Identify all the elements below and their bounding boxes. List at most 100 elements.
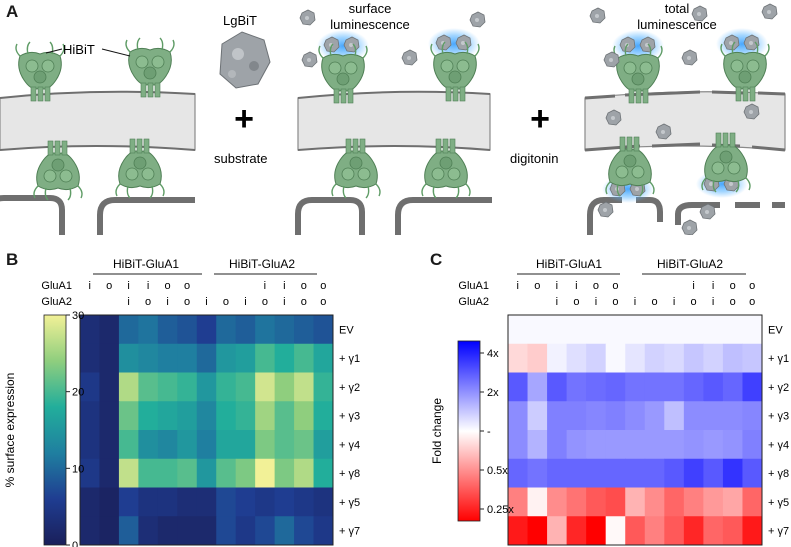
heatmap-cell <box>664 487 685 517</box>
heatmap-cell <box>605 372 626 402</box>
column-code-label: o <box>730 280 736 292</box>
column-code-label: o <box>301 296 307 308</box>
column-code-label: i <box>712 296 714 308</box>
heatmap-cell <box>586 487 607 517</box>
heatmap-cell <box>255 516 276 546</box>
heatmap-cell <box>527 401 548 431</box>
heatmap-cell <box>294 343 315 373</box>
heatmap-cell <box>547 430 568 460</box>
group-label-hibit-glua2: HiBiT-GluA2 <box>657 257 723 271</box>
heatmap-cell <box>235 458 256 488</box>
heatmap-cell <box>177 372 198 402</box>
heatmap-cell <box>80 458 100 488</box>
substrate-label: substrate <box>214 151 267 166</box>
heatmap-cell <box>255 401 276 431</box>
heatmap-cell <box>742 430 763 460</box>
heatmap-cell <box>157 315 178 345</box>
row-label: EV <box>768 324 783 336</box>
heatmap-cell <box>644 458 665 488</box>
colorbar-tick-label: 0 <box>72 540 78 547</box>
digitonin-label: digitonin <box>510 151 558 166</box>
heatmap-cell <box>703 401 724 431</box>
heatmap-cell <box>80 343 100 373</box>
heatmap-cell <box>118 343 139 373</box>
heatmap-cell <box>294 430 315 460</box>
plus-sign-1: + <box>234 100 254 138</box>
heatmap-cell <box>216 487 237 517</box>
heatmap-cell <box>235 401 256 431</box>
heatmap-cell <box>157 458 178 488</box>
heatmap-cell <box>722 430 743 460</box>
heatmap-cell <box>80 401 100 431</box>
row-header-glua2: GluA2 <box>458 296 489 308</box>
heatmap-cell <box>216 516 237 546</box>
hibit-arrow-left <box>45 48 63 54</box>
column-code-label: o <box>301 280 307 292</box>
total-luminescence-label-1: total <box>665 1 690 16</box>
column-code-label: o <box>730 296 736 308</box>
heatmap-cell <box>508 372 529 402</box>
heatmap-cell <box>742 372 763 402</box>
heatmap-cell <box>216 343 237 373</box>
column-code-label: o <box>223 296 229 308</box>
heatmap-cell <box>80 516 100 546</box>
heatmap-cell <box>547 516 568 546</box>
column-code-label: o <box>320 280 326 292</box>
heatmap-cell <box>664 372 685 402</box>
row-label: + γ7 <box>768 526 789 538</box>
column-code-label: o <box>184 296 190 308</box>
heatmap-cell <box>586 458 607 488</box>
row-label: + γ4 <box>339 439 360 451</box>
heatmap-cell <box>80 372 100 402</box>
heatmap-cell <box>566 343 587 373</box>
row-label: + γ8 <box>339 468 360 480</box>
heatmap-cell <box>566 372 587 402</box>
column-code-label: o <box>749 296 755 308</box>
heatmap-cell <box>703 516 724 546</box>
column-code-label: i <box>556 296 558 308</box>
heatmap-cell <box>644 430 665 460</box>
heatmap-cell <box>742 458 763 488</box>
heatmap-cell <box>313 487 334 517</box>
heatmap-cell <box>99 343 120 373</box>
heatmap-cell <box>138 343 159 373</box>
column-code-label: o <box>145 296 151 308</box>
heatmap-cell <box>625 487 646 517</box>
panel-a-letter: A <box>6 2 19 21</box>
heatmap-cell <box>138 516 159 546</box>
heatmap-cell <box>138 315 159 345</box>
heatmap-cell <box>177 315 198 345</box>
heatmap-cell <box>527 516 548 546</box>
heatmap-cell <box>177 401 198 431</box>
heatmap-cell <box>527 430 548 460</box>
heatmap-cell <box>157 372 178 402</box>
row-header-glua2: GluA2 <box>41 296 72 308</box>
heatmap-cell <box>255 430 276 460</box>
heatmap-cell <box>313 343 334 373</box>
heatmap-cell <box>605 458 626 488</box>
heatmap-cell <box>742 315 763 345</box>
heatmap-cell <box>742 343 763 373</box>
heatmap-cell <box>605 315 626 345</box>
heatmap-cell <box>157 516 178 546</box>
heatmap-cell <box>196 343 217 373</box>
column-code-label: o <box>262 296 268 308</box>
row-label: + γ2 <box>768 382 789 394</box>
heatmap-cell <box>547 487 568 517</box>
colorbar-tick-label: 0.25x <box>487 504 514 516</box>
column-code-label: o <box>573 296 579 308</box>
heatmap-cell <box>99 516 120 546</box>
heatmap-cell <box>118 315 139 345</box>
heatmap-cell <box>508 487 529 517</box>
heatmap-cell <box>625 458 646 488</box>
heatmap-cell <box>644 487 665 517</box>
colorbar-fold-change <box>457 340 481 522</box>
row-label: + γ1 <box>339 353 360 365</box>
heatmap-cell <box>683 487 704 517</box>
heatmap-cell <box>625 315 646 345</box>
column-code-label: o <box>534 280 540 292</box>
heatmap-cell <box>664 315 685 345</box>
column-code-label: i <box>166 296 168 308</box>
